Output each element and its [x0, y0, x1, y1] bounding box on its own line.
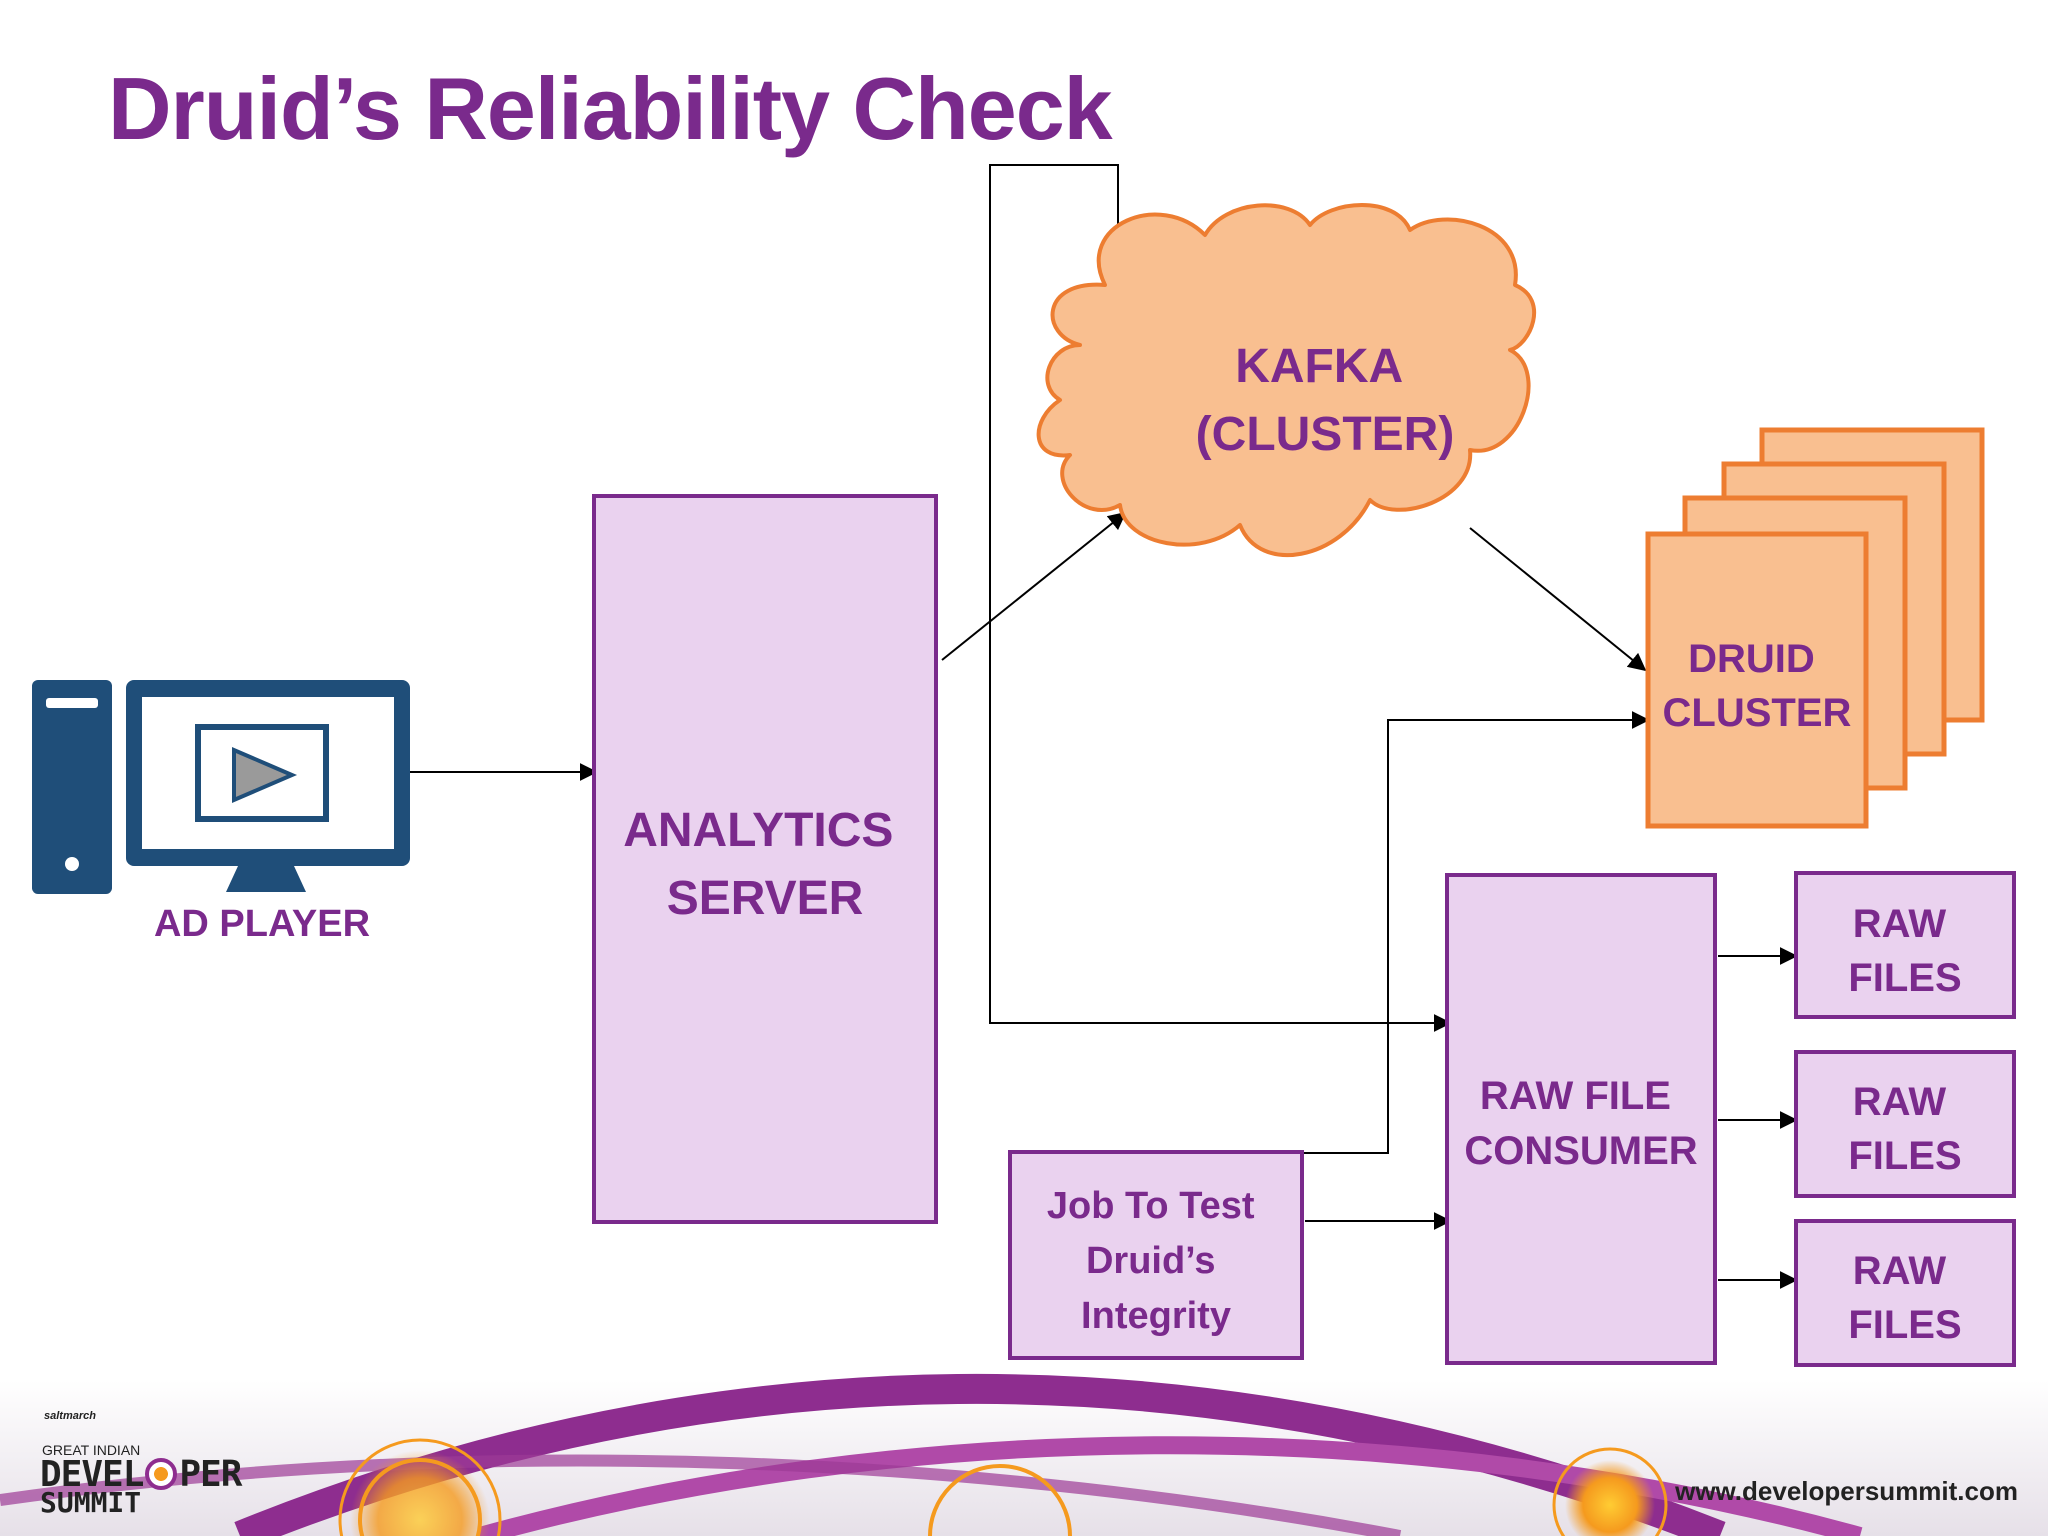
analytics-server-label: ANALYTICS SERVER [623, 804, 907, 925]
raw-files-1: RAW FILES [1794, 871, 2016, 1019]
logo-great-indian: GREAT INDIAN [42, 1442, 141, 1458]
raw-file-consumer-label: RAW FILE CONSUMER [1464, 1074, 1697, 1173]
ad-player-label: AD PLAYER [154, 903, 370, 945]
raw-files-3: RAW FILES [1794, 1219, 2016, 1367]
footer-decoration [0, 1373, 2048, 1536]
svg-text:RAW FILES: RAW FILES [1848, 1249, 1961, 1347]
druid-cluster-box [1645, 531, 1869, 829]
logo-summit: SUMMIT [40, 1486, 142, 1519]
logo-o-icon [145, 1458, 178, 1490]
svg-text:RAW FILES: RAW FILES [1848, 1080, 1961, 1178]
footer-website-url: www.developersummit.com [1675, 1476, 2018, 1506]
svg-text:RAW FILES: RAW FILES [1848, 902, 1961, 1000]
play-icon [232, 746, 298, 804]
arrow-kafka-to-consumer [989, 164, 1452, 1032]
druid-cluster-stack [1645, 427, 1985, 829]
raw-files-2: RAW FILES [1794, 1050, 2016, 1198]
analytics-server-box [592, 494, 938, 1224]
druid-cluster-label: DRUID CLUSTER [1663, 637, 1852, 735]
kafka-label: KAFKA (CLUSTER) [1196, 340, 1455, 461]
kafka-cloud [1036, 203, 1537, 558]
arrow-server-to-kafka [941, 511, 1127, 661]
arrow-kafka-to-druid [1469, 527, 1647, 672]
raw-file-consumer-box [1445, 873, 1717, 1365]
integrity-job-label: Job To Test Druid’s Integrity [1047, 1185, 1265, 1337]
desktop-computer-icon [32, 680, 410, 894]
integrity-job-box [1008, 1150, 1304, 1360]
slide-title: Druid’s Reliability Check [108, 59, 1113, 158]
saltmarch-logo-text: saltmarch [44, 1410, 96, 1422]
